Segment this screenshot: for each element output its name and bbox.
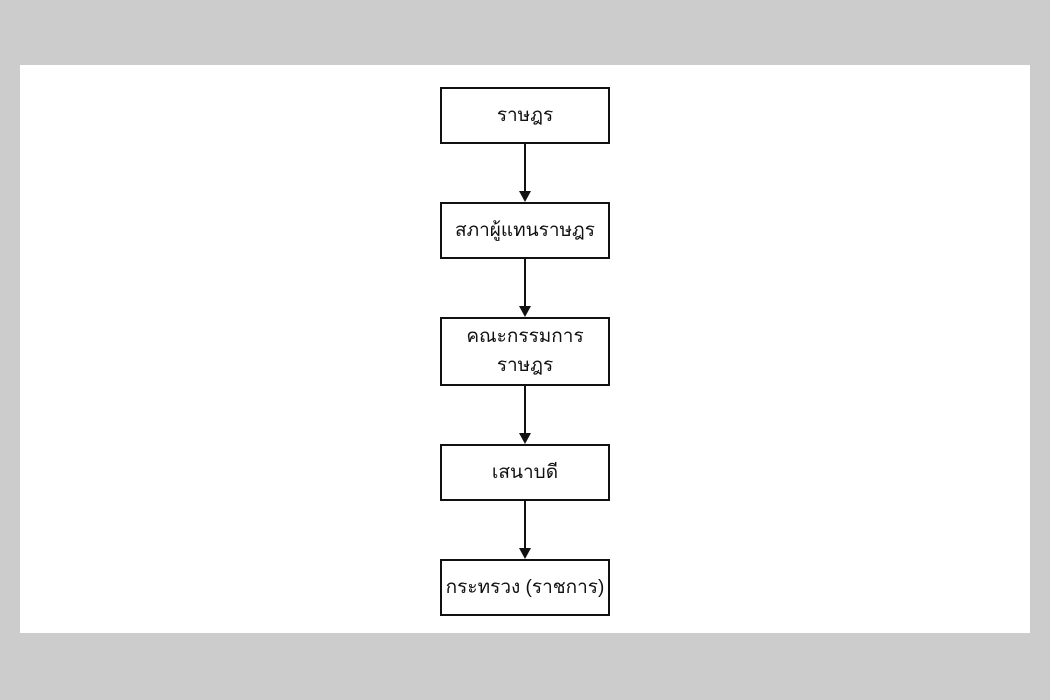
arrow-stem <box>524 500 526 548</box>
flowchart: ราษฎร สภาผู้แทนราษฎร คณะกรรมการ ราษฎร เส… <box>440 87 610 616</box>
arrow-stem <box>524 259 526 306</box>
flow-node-label: เสนาบดี <box>491 461 559 483</box>
arrow-down-connector <box>519 259 531 317</box>
flow-node-minister: เสนาบดี <box>440 443 610 501</box>
arrow-stem <box>524 144 526 191</box>
arrow-head-icon <box>519 191 531 202</box>
flow-node-label: สภาผู้แทนราษฎร <box>454 219 596 241</box>
flow-node-label-line1: คณะกรรมการ <box>466 326 584 347</box>
arrow-down-connector <box>519 385 531 444</box>
flow-node-ratsadon: ราษฎร <box>440 87 610 144</box>
diagram-canvas: ราษฎร สภาผู้แทนราษฎร คณะกรรมการ ราษฎร เส… <box>20 65 1030 633</box>
arrow-head-icon <box>519 547 531 559</box>
flow-node-label: ราษฎร <box>496 104 554 126</box>
arrow-down-connector <box>519 500 531 559</box>
flow-node-peoples-committee: คณะกรรมการ ราษฎร <box>440 317 610 386</box>
flow-node-ministry: กระทรวง (ราชการ) <box>440 558 610 616</box>
arrow-down-connector <box>519 144 531 202</box>
arrow-head-icon <box>519 306 531 317</box>
flow-node-house-of-representatives: สภาผู้แทนราษฎร <box>440 202 610 259</box>
flow-node-label-line2: ราษฎร <box>496 355 554 377</box>
flow-node-label: กระทรวง (ราชการ) <box>445 576 605 598</box>
arrow-head-icon <box>519 432 531 444</box>
arrow-stem <box>524 385 526 433</box>
